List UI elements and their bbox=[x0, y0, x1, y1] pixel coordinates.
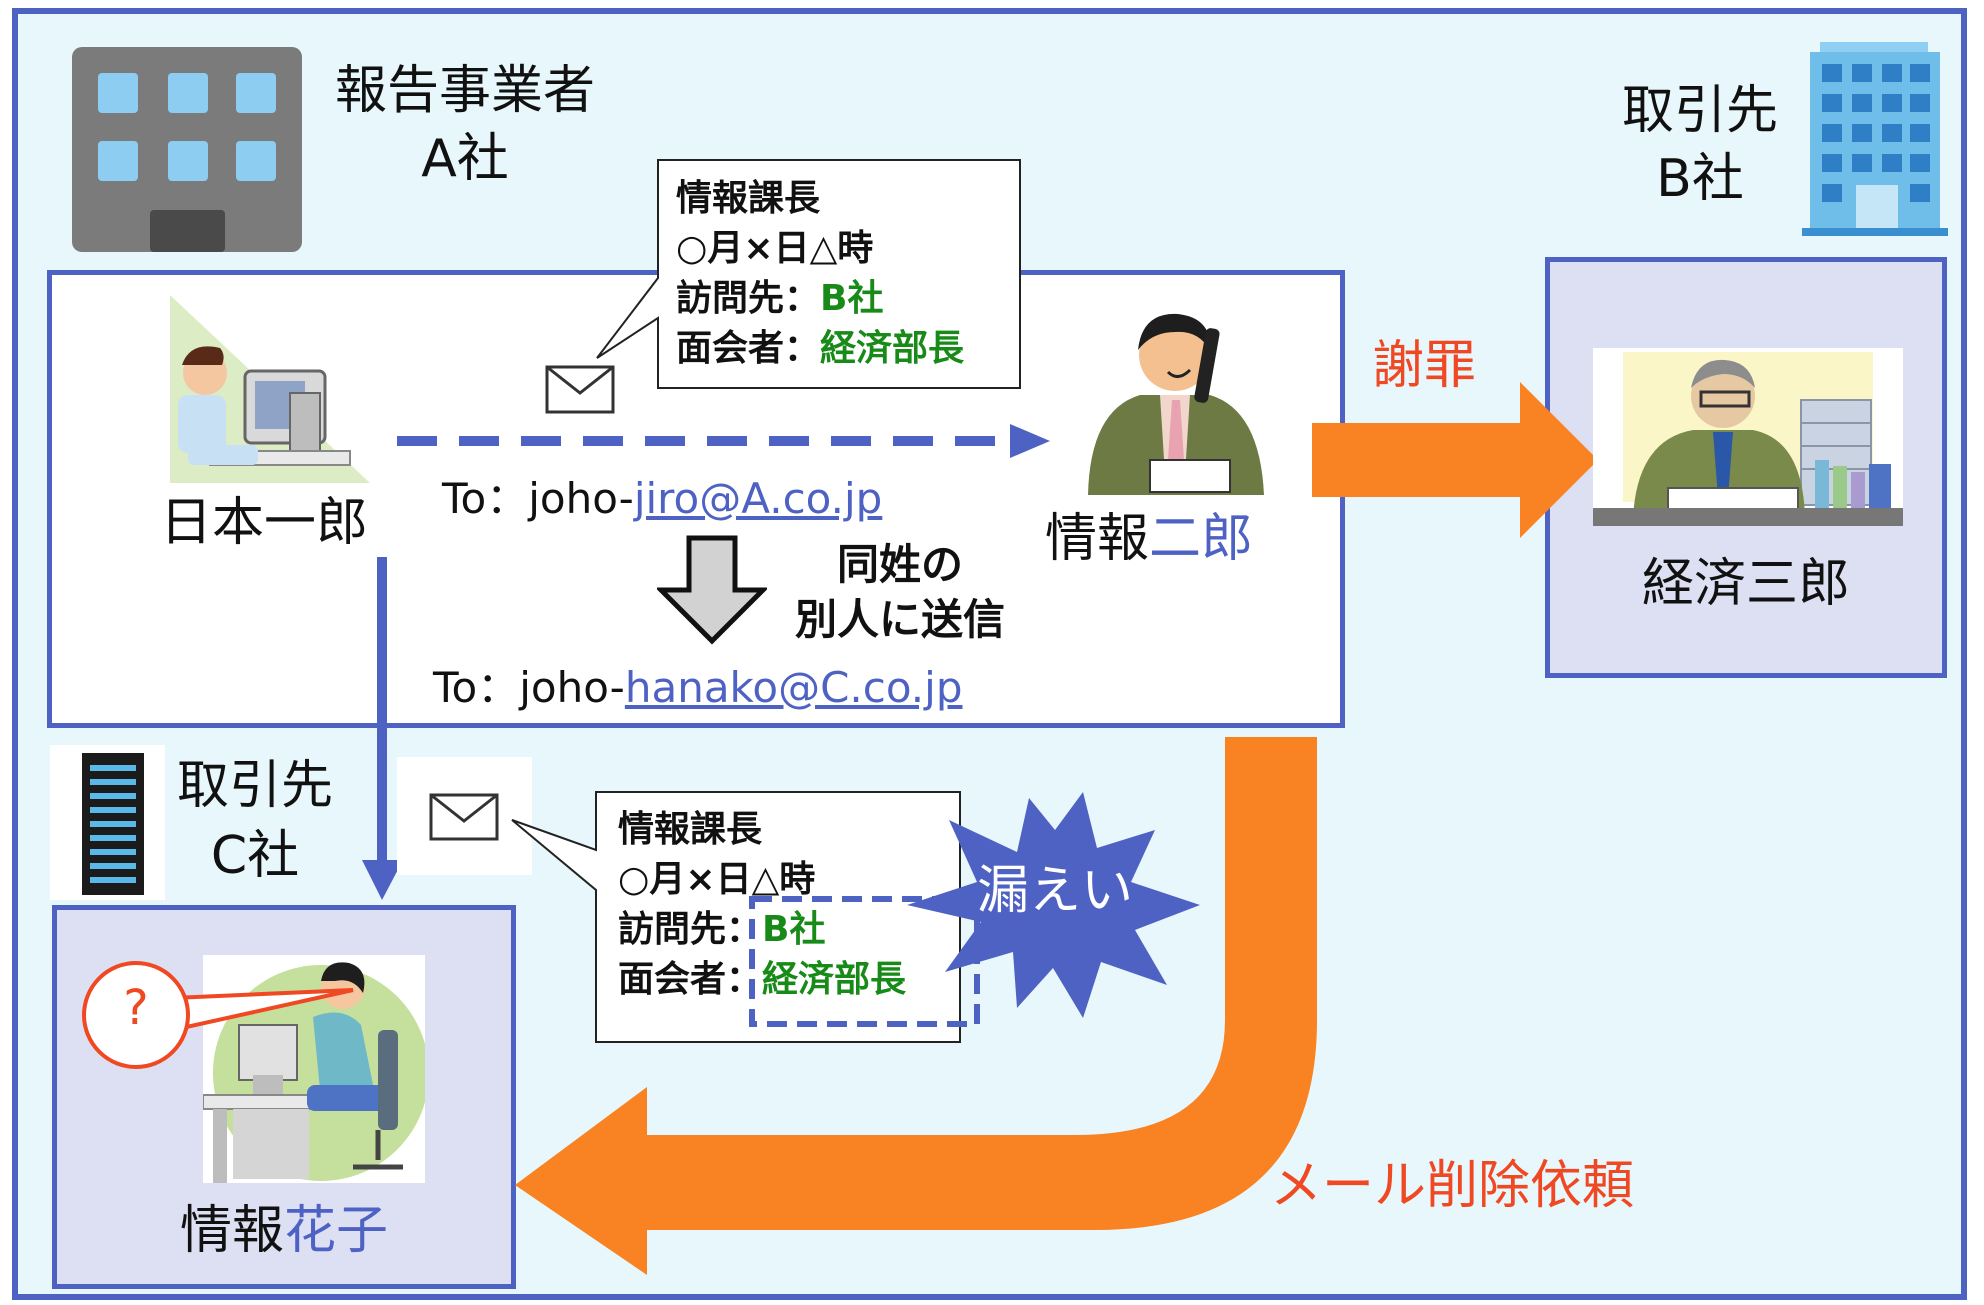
wrong-address: To：joho-hanako@C.co.jp bbox=[433, 663, 962, 713]
same-name-label-2: 別人に送信 bbox=[794, 595, 1005, 644]
leaked-mail-visit-value: B社 bbox=[762, 909, 826, 950]
leaked-mail-meeting-label: 面会者： bbox=[618, 959, 763, 1000]
company-b-type: 取引先 bbox=[1621, 81, 1778, 141]
leaked-mail-line-time: ○月×日△時 bbox=[618, 859, 816, 900]
leaked-envelope-icon bbox=[397, 757, 532, 875]
b-company-person-name: 経済三郎 bbox=[1641, 554, 1850, 614]
envelope-icon bbox=[545, 365, 615, 414]
wrong-recipient-computer-icon bbox=[203, 955, 425, 1183]
company-a-type: 報告事業者 bbox=[334, 61, 595, 121]
leak-label: 漏えい bbox=[976, 861, 1133, 921]
leaked-mail-meeting-value: 経済部長 bbox=[762, 959, 907, 1000]
misdirect-down-arrow bbox=[657, 535, 767, 645]
apology-label: 謝罪 bbox=[1372, 336, 1477, 396]
b-company-person-icon bbox=[1593, 348, 1903, 526]
correct-address: To：joho-jiro@A.co.jp bbox=[442, 474, 882, 524]
wrong-address-link: hanako@C.co.jp bbox=[624, 663, 963, 712]
same-name-label-1: 同姓の bbox=[836, 540, 963, 589]
sender-at-computer-icon bbox=[170, 295, 370, 483]
question-mark: ? bbox=[123, 980, 149, 1036]
leaked-mail-line-title: 情報課長 bbox=[618, 809, 763, 850]
intended-recipient-name: 情報二郎 bbox=[1045, 508, 1253, 570]
company-b-building-icon bbox=[1802, 42, 1948, 236]
company-c-type: 取引先 bbox=[176, 756, 333, 816]
mail-content-bubble-outline bbox=[596, 159, 1021, 389]
deletion-request-arrow bbox=[515, 737, 1317, 1275]
wrong-address-prefix: To：joho- bbox=[433, 663, 625, 712]
mail-line-title: 情報課長 bbox=[676, 178, 821, 219]
apology-arrow bbox=[1312, 382, 1598, 538]
mail-visit-label: 訪問先： bbox=[676, 278, 821, 319]
intended-recipient-phone-icon bbox=[1088, 313, 1264, 495]
company-c-server-icon bbox=[50, 745, 165, 900]
intended-send-arrow bbox=[397, 424, 1050, 458]
wrong-recipient-prefix: 情報 bbox=[180, 1201, 285, 1261]
sender-name: 日本一郎 bbox=[160, 493, 369, 553]
wrong-recipient-highlight: 花子 bbox=[284, 1201, 389, 1261]
mail-visit-value: B社 bbox=[820, 278, 884, 319]
mail-line-time: ○月×日△時 bbox=[676, 228, 874, 269]
leak-starburst-icon bbox=[907, 792, 1200, 1018]
correct-address-prefix: To：joho- bbox=[442, 474, 634, 523]
company-b-name: B社 bbox=[1656, 149, 1744, 209]
leaked-mail-visit-label: 訪問先： bbox=[618, 909, 763, 950]
mail-meeting-label: 面会者： bbox=[676, 328, 821, 369]
actual-send-arrow bbox=[362, 557, 403, 900]
intended-recipient-highlight: 二郎 bbox=[1149, 509, 1254, 569]
company-a-building-icon bbox=[72, 47, 302, 252]
company-a-name: A社 bbox=[421, 129, 509, 189]
deletion-request-label: メール削除依頼 bbox=[1270, 1156, 1635, 1216]
mail-content-bubble: 情報課長 ○月×日△時 訪問先：B社 面会者：経済部長 bbox=[676, 174, 964, 374]
leaked-mail-bubble: 情報課長 ○月×日△時 訪問先：B社 面会者：経済部長 bbox=[618, 805, 906, 1005]
wrong-recipient-name: 情報花子 bbox=[180, 1200, 388, 1262]
correct-address-link: jiro@A.co.jp bbox=[633, 474, 883, 523]
intended-recipient-prefix: 情報 bbox=[1045, 509, 1150, 569]
mail-meeting-value: 経済部長 bbox=[820, 328, 965, 369]
question-bubble-icon bbox=[82, 961, 354, 1069]
company-c-name: C社 bbox=[210, 826, 300, 886]
